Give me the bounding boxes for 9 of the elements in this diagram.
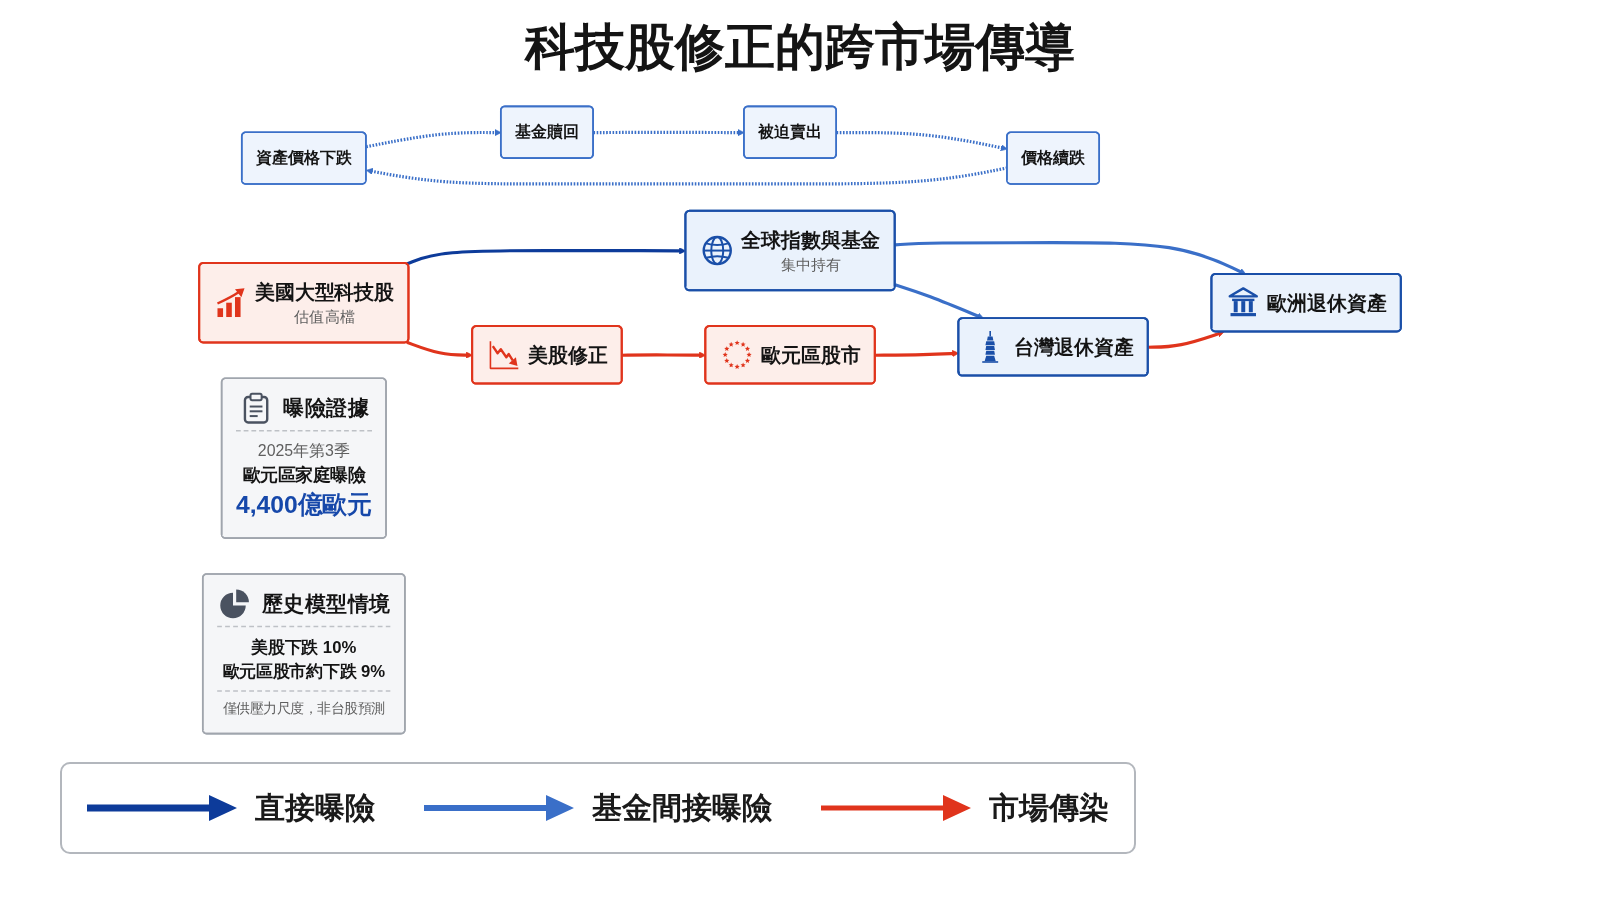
arrow: [406, 340, 473, 359]
arrow: [895, 241, 1247, 275]
arrow: [1148, 330, 1225, 349]
legend-text: 基金間接曝險: [592, 789, 772, 826]
arrow: [894, 283, 984, 320]
legend-text: 直接曝險: [254, 789, 375, 826]
arrow: [622, 351, 706, 359]
legend-text: 市場傳染: [989, 789, 1110, 826]
title: 科技股修正的跨市場傳導: [523, 18, 1076, 77]
